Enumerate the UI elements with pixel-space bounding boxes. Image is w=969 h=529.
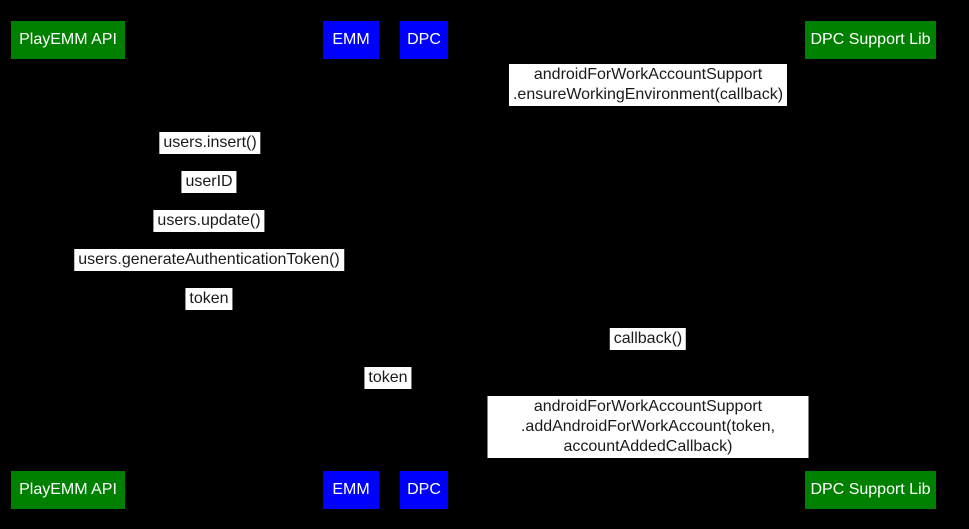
- actor-playemm-api-bottom: PlayEMM API: [11, 471, 125, 509]
- message-ensure-working-environment: androidForWorkAccountSupport .ensureWork…: [508, 64, 788, 106]
- message-users-update: users.update(): [153, 210, 265, 232]
- lifeline-playemm-api: [68, 59, 69, 471]
- actor-emm-bottom: EMM: [323, 471, 379, 509]
- message-users-insert: users.insert(): [159, 132, 261, 154]
- actor-dpc-bottom: DPC: [400, 471, 448, 509]
- message-token-to-dpc: token: [364, 367, 412, 389]
- lifeline-emm: [351, 59, 352, 471]
- message-generate-auth-token: users.generateAuthenticationToken(): [74, 249, 344, 271]
- message-user-id: userID: [181, 171, 237, 193]
- actor-playemm-api-top: PlayEMM API: [11, 21, 125, 59]
- message-token-to-emm: token: [185, 288, 233, 310]
- actor-dpc-support-lib-bottom: DPC Support Lib: [805, 471, 936, 509]
- actor-emm-top: EMM: [323, 21, 379, 59]
- message-callback: callback(): [609, 328, 687, 350]
- lifeline-dpc-support-lib: [870, 59, 871, 471]
- actor-dpc-top: DPC: [400, 21, 448, 59]
- message-add-android-for-work-account: androidForWorkAccountSupport .addAndroid…: [487, 396, 809, 458]
- lifeline-dpc: [424, 59, 425, 471]
- actor-dpc-support-lib-top: DPC Support Lib: [805, 21, 936, 59]
